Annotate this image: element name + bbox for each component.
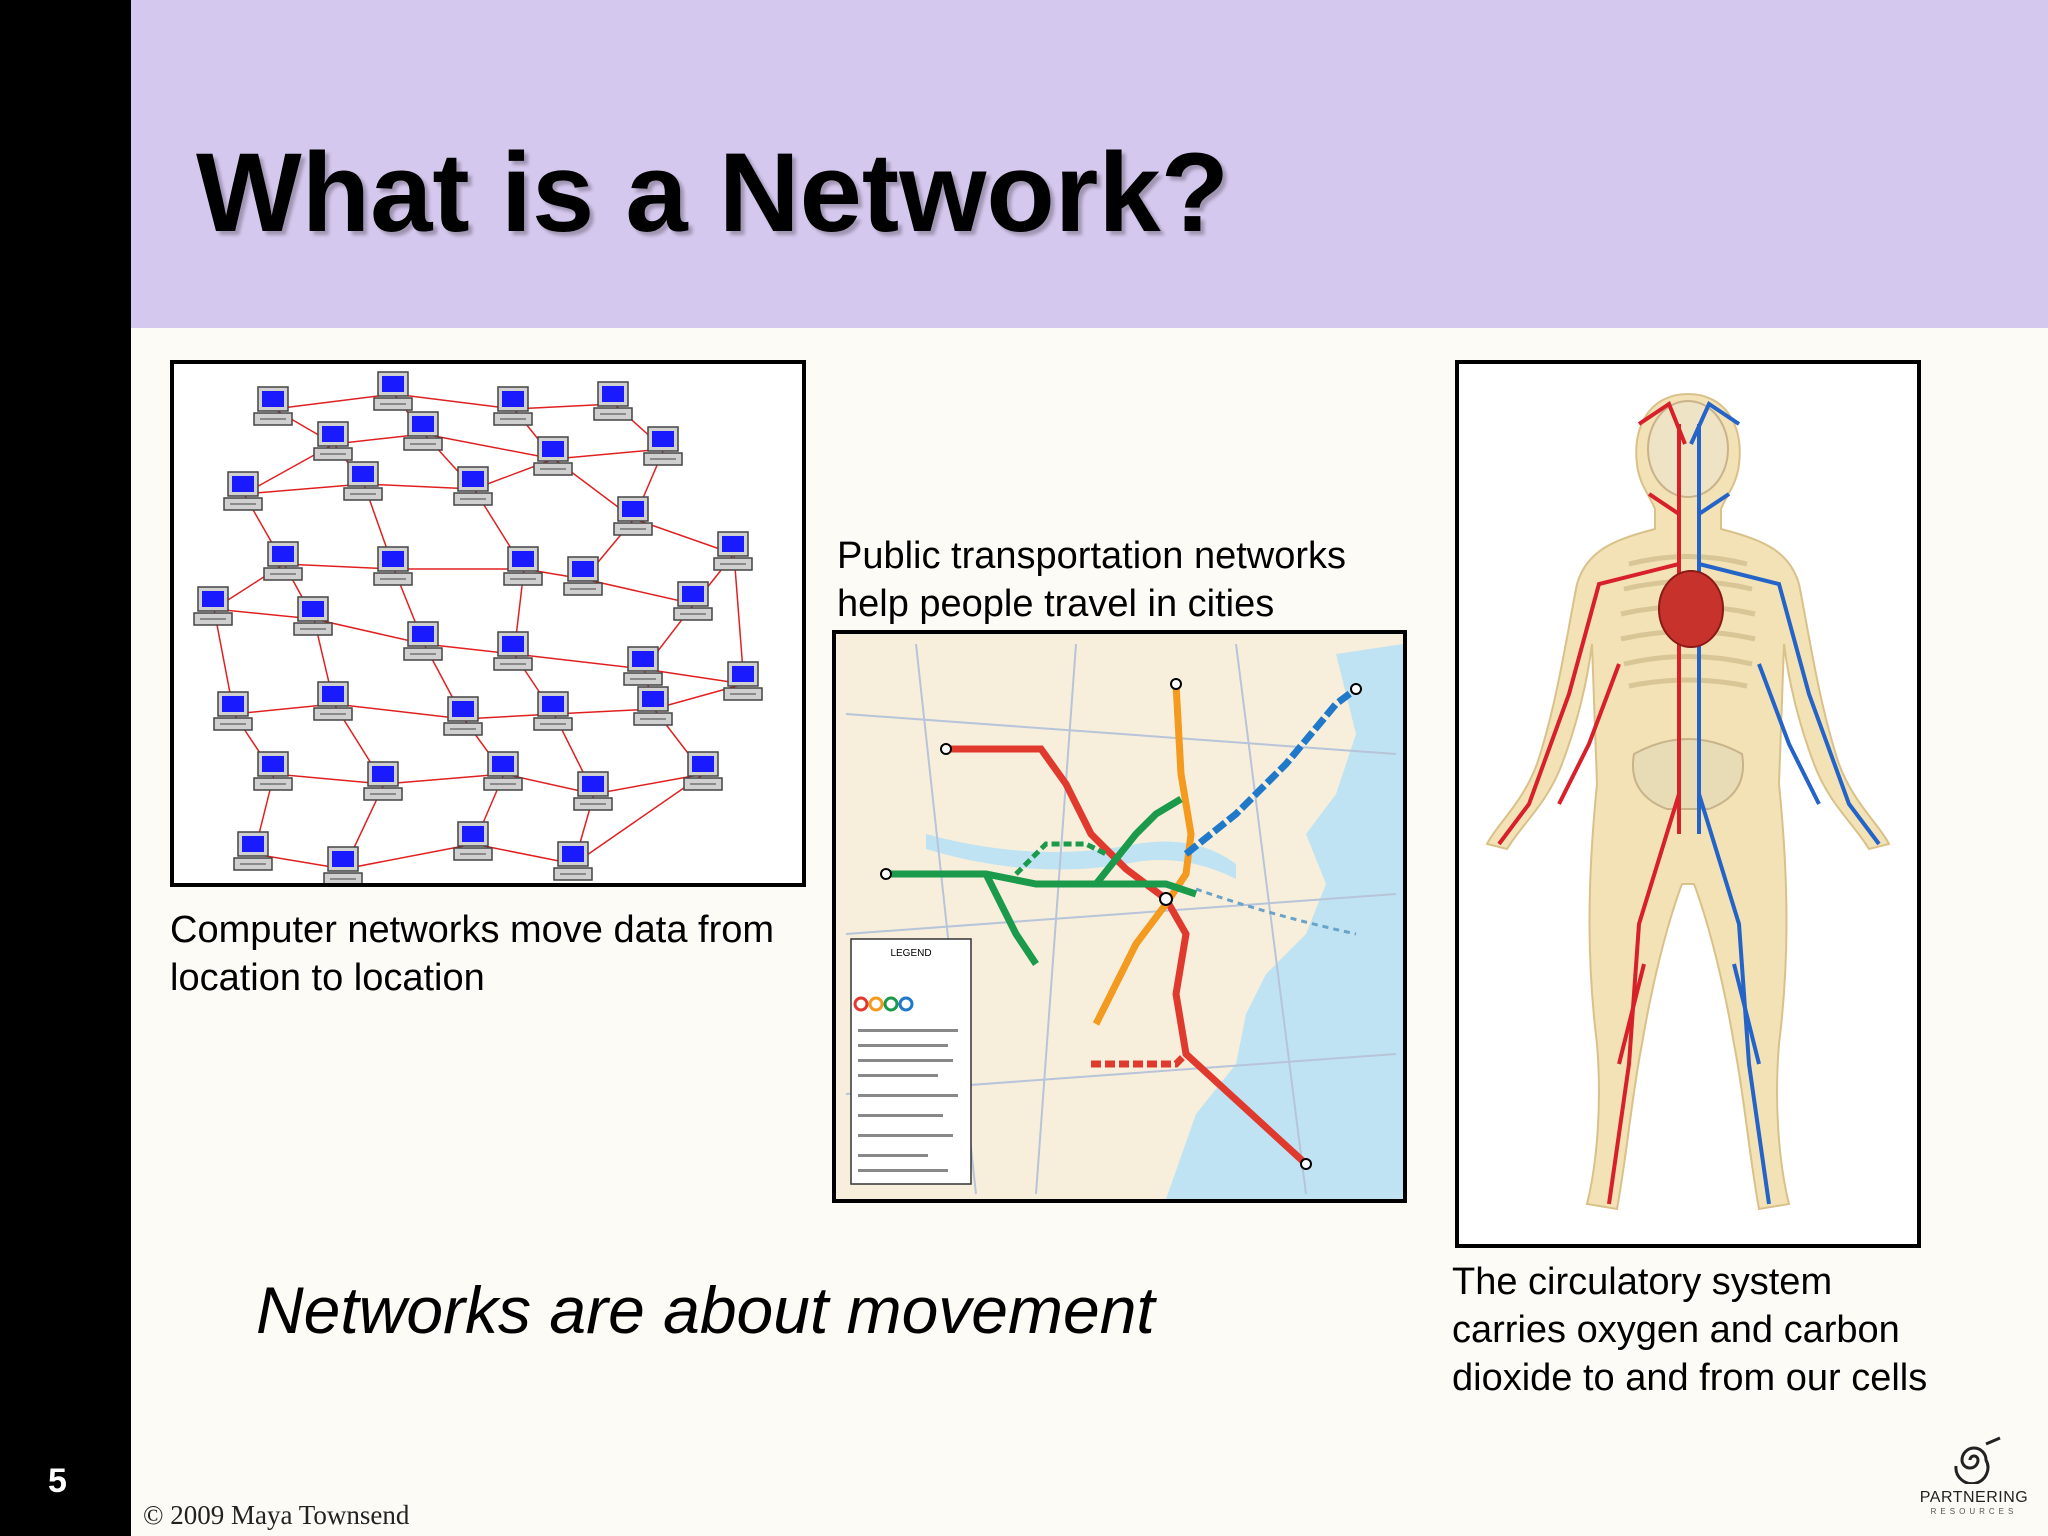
network-link [283, 563, 395, 570]
computer-icon [453, 821, 493, 861]
computer-network-image [170, 360, 806, 887]
transit-caption-line-1: Public transportation networks [837, 535, 1347, 577]
network-link [333, 703, 465, 720]
green-line [886, 870, 1198, 898]
arteries [1497, 400, 1687, 1205]
circulatory-caption: The circulatory system carries oxygen an… [1452, 1258, 1927, 1402]
computer-icon [373, 371, 413, 411]
slide-tagline: Networks are about movement [256, 1273, 1155, 1347]
spiral-icon [1954, 1436, 2001, 1486]
silver-line [1195, 887, 1357, 936]
computer-caption-line-2: location to location [170, 957, 485, 999]
pelvis [1632, 738, 1744, 810]
computer-icon [403, 621, 443, 661]
blue-line [1183, 686, 1359, 857]
logo-subtitle: RESOURCES [1930, 1507, 2018, 1516]
harbor-water [1166, 644, 1403, 1199]
transit-caption: Public transportation networks help peop… [837, 532, 1346, 628]
computer-icon [563, 556, 603, 596]
computer-icon [323, 846, 363, 886]
circulatory-caption-line-2: carries oxygen and carbon [1452, 1309, 1900, 1351]
computer-icon [263, 541, 303, 581]
network-link [383, 773, 505, 785]
computer-icon [713, 531, 753, 571]
computer-icon [363, 761, 403, 801]
transit-map: LEGEND [845, 643, 1403, 1199]
computer-icon [493, 631, 533, 671]
transit-map-image: LEGEND [832, 630, 1407, 1203]
network-link [363, 483, 475, 490]
slide-title: What is a Network? [196, 130, 1230, 255]
computer-icon [643, 426, 683, 466]
left-sidebar [0, 0, 131, 1536]
computer-icon [533, 691, 573, 731]
computer-icon [483, 751, 523, 791]
computer-icon [443, 696, 483, 736]
computer-icon [613, 496, 653, 536]
green-line-b [982, 872, 1039, 966]
computer-network-caption: Computer networks move data from locatio… [170, 906, 774, 1002]
computer-icon [253, 751, 293, 791]
red-line-branch [1091, 1051, 1189, 1068]
network-link [393, 393, 515, 410]
computer-icon [533, 436, 573, 476]
network-link [423, 433, 555, 460]
computer-icon [373, 546, 413, 586]
computer-icon [193, 586, 233, 626]
computer-network-diagram [193, 371, 763, 886]
map-legend-title: LEGEND [890, 948, 931, 959]
network-link [243, 483, 365, 495]
slide-number: 5 [48, 1462, 67, 1500]
heart [1658, 570, 1724, 648]
skull [1647, 400, 1729, 498]
green-line-e [1093, 795, 1183, 887]
computer-icon [233, 831, 273, 871]
network-link [513, 653, 645, 670]
computer-icon [593, 381, 633, 421]
computer-icon [553, 841, 593, 881]
computer-icon [453, 466, 493, 506]
computer-icon [503, 546, 543, 586]
computer-icon [493, 386, 533, 426]
computer-icon [223, 471, 263, 511]
network-link [273, 393, 395, 410]
copyright-notice: © 2009 Maya Townsend [143, 1500, 410, 1530]
network-link [573, 773, 705, 865]
computer-icon [573, 771, 613, 811]
header-band [131, 0, 2048, 328]
circulatory-figure [1485, 392, 1891, 1211]
computer-icon [403, 411, 443, 451]
computer-icon [623, 646, 663, 686]
computer-icon [673, 581, 713, 621]
transit-caption-line-2: help people travel in cities [837, 583, 1275, 625]
computer-icon [683, 751, 723, 791]
computer-icon [313, 421, 353, 461]
computer-icon [293, 596, 333, 636]
green-line-c [1014, 841, 1108, 876]
partnering-resources-logo: PARTNERING RESOURCES [1918, 1436, 2030, 1532]
computer-icon [723, 661, 763, 701]
computer-icon [313, 681, 353, 721]
network-link [273, 773, 385, 785]
computer-icon [343, 461, 383, 501]
circulatory-system-image [1455, 360, 1921, 1248]
circulatory-caption-line-3: dioxide to and from our cells [1452, 1357, 1928, 1399]
network-link [343, 843, 475, 870]
river-water [926, 834, 1236, 879]
computer-icon [213, 691, 253, 731]
computer-icon [253, 386, 293, 426]
logo-name: PARTNERING [1919, 1489, 2029, 1506]
network-link [553, 448, 665, 460]
circulatory-caption-line-1: The circulatory system [1452, 1261, 1833, 1303]
computer-icon [633, 686, 673, 726]
computer-caption-line-1: Computer networks move data from [170, 909, 775, 951]
